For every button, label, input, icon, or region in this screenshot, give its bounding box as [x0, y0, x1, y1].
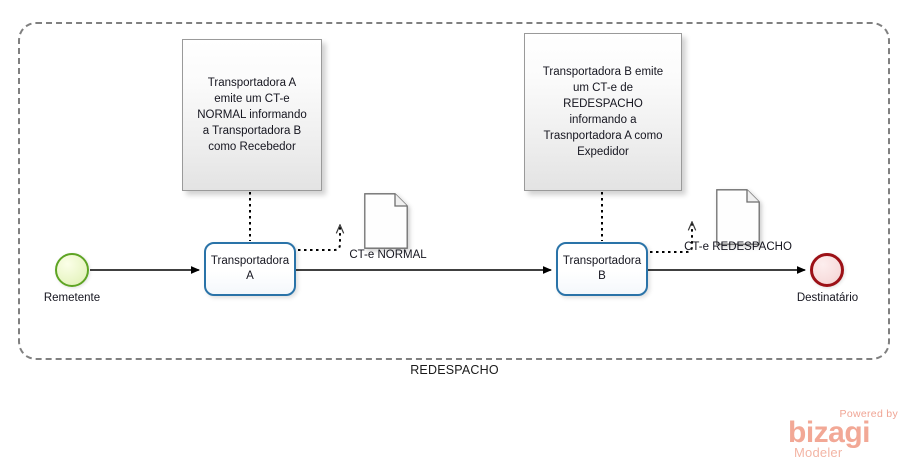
text-annotation-a-label: Transportadora A emite um CT-e NORMAL in…	[197, 77, 307, 153]
logo-product-text: Modeler	[794, 445, 843, 460]
text-annotation-a[interactable]: Transportadora A emite um CT-e NORMAL in…	[182, 39, 322, 191]
text-annotation-b-label: Transportadora B emite um CT-e de REDESP…	[542, 66, 664, 158]
logo-powered-by-text: Powered by	[839, 408, 898, 420]
start-event-label: Remetente	[43, 292, 101, 304]
task-transportadora-a-label: Transportadora A	[210, 255, 290, 282]
text-annotation-b[interactable]: Transportadora B emite um CT-e de REDESP…	[524, 33, 682, 191]
start-event-circle-icon[interactable]	[55, 253, 89, 287]
data-object-normal-label: CT-e NORMAL	[349, 249, 427, 261]
end-event-circle-icon[interactable]	[810, 253, 844, 287]
document-page-icon-redespacho[interactable]	[716, 189, 760, 245]
document-page-icon-normal[interactable]	[364, 193, 408, 249]
pool-boundary-redespacho[interactable]	[18, 22, 890, 360]
bizagi-logo: Powered by bizagi Modeler	[788, 408, 900, 460]
task-transportadora-b[interactable]: Transportadora B	[556, 242, 648, 296]
pool-label: REDESPACHO	[410, 363, 499, 377]
end-event-label: Destinatário	[796, 292, 859, 304]
logo-brand-text: bizagi	[788, 416, 871, 449]
task-transportadora-a[interactable]: Transportadora A	[204, 242, 296, 296]
task-transportadora-b-label: Transportadora B	[562, 255, 642, 282]
data-object-redespacho-label: CT-e REDESPACHO	[684, 241, 792, 253]
